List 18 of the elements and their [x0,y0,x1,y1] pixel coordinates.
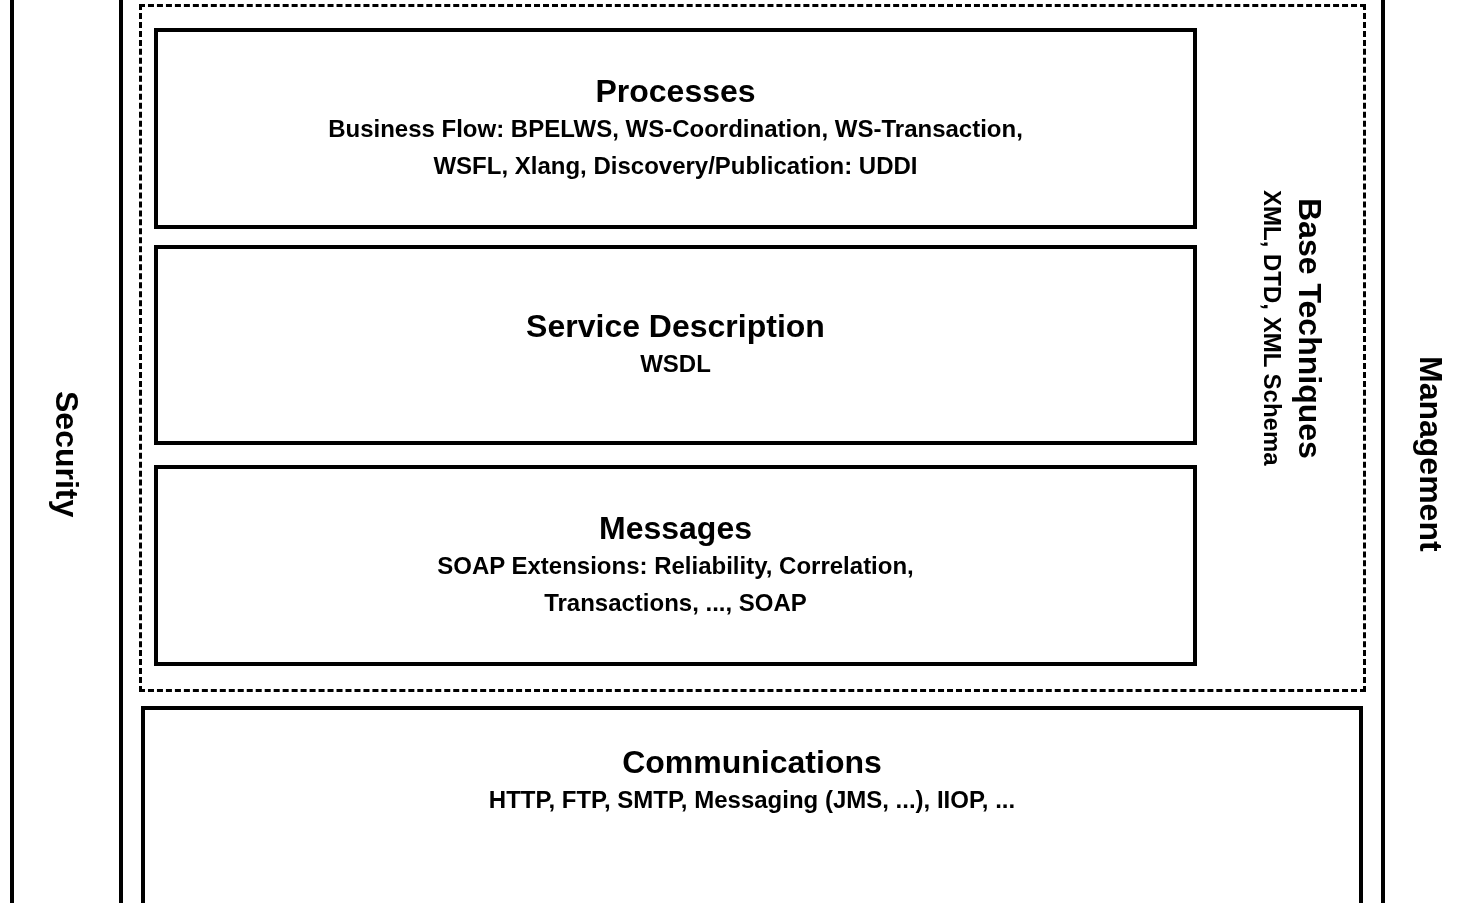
layer-description: SOAP Extensions: Reliability, Correlation, Transactions, ..., SOAP [436,550,915,618]
layer-box [154,245,1197,445]
dashed-group-box [139,4,1366,692]
layer-description: XML, DTD, XML Schema [1257,190,1287,466]
layer-title: Base Techniques [1290,197,1328,459]
layer-title: Service Description [526,308,825,345]
layer-box [154,465,1197,666]
layer-box [154,28,1197,229]
layer-box [141,706,1363,903]
layer-title: Communications [622,744,882,781]
layer-title: Messages [599,509,752,547]
layer-title: Management [1412,356,1450,552]
layer-title: Processes [595,72,756,110]
vertical-layer-box [10,0,123,903]
layer-description: WSDL [640,348,711,379]
layer-description: Business Flow: BPELWS, WS-Coordination, WS-Transaction, WSFL, Xlang, Discovery/Publication: UDDI [327,113,1024,181]
layer-description: HTTP, FTP, SMTP, Messaging (JMS, ...), IIOP, ... [488,784,1016,815]
layer-title: Security [48,390,85,518]
